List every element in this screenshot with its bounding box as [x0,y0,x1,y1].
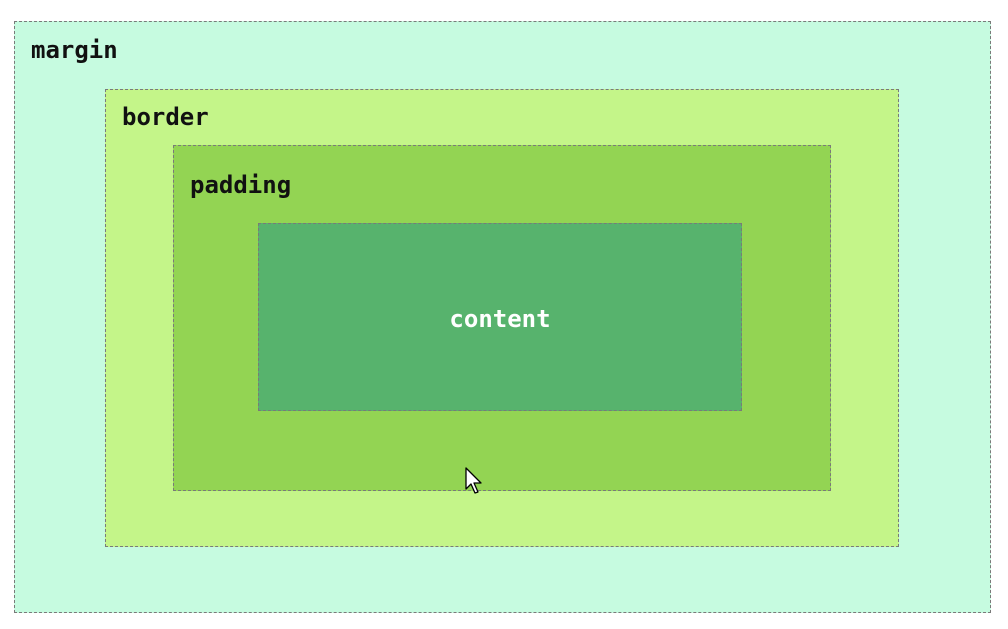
content-area [258,223,742,411]
content-label: content [449,305,551,333]
padding-label: padding [190,171,292,199]
border-label: border [122,103,209,131]
margin-label: margin [31,36,118,64]
arrow-pointer-icon [465,467,482,494]
